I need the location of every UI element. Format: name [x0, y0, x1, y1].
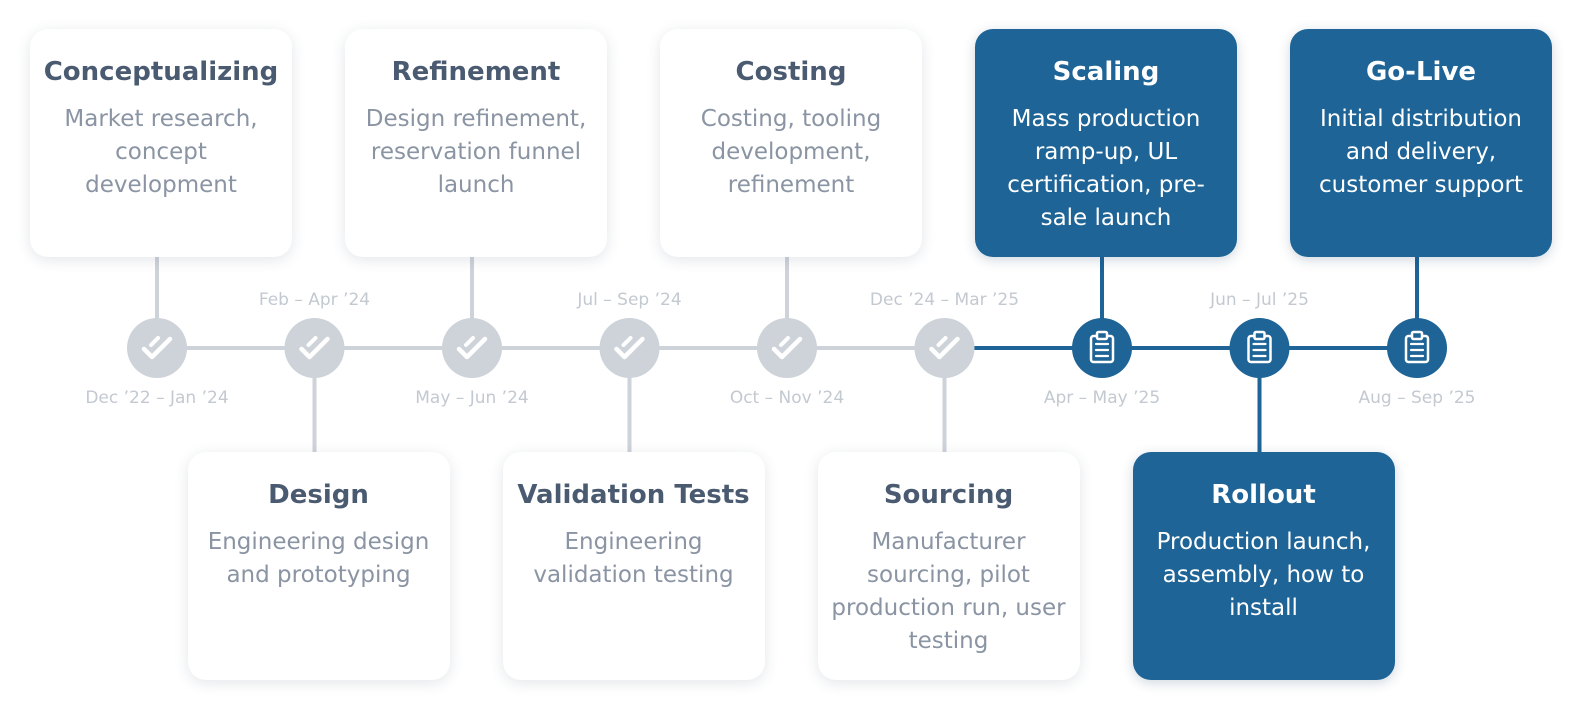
milestone-node — [442, 318, 502, 378]
milestone-title: Rollout — [1211, 480, 1316, 510]
milestone-title: Costing — [735, 57, 847, 87]
milestone-description: Costing, tooling development, refinement — [700, 106, 882, 198]
milestone-date: Dec ’24 – Mar ’25 — [869, 290, 1020, 310]
milestone-description: Production launch, assembly, how to inst… — [1156, 529, 1371, 621]
milestone-node — [284, 318, 345, 378]
check-icon — [614, 336, 645, 360]
milestone-title: Go-Live — [1365, 57, 1477, 87]
milestone-date: Oct – Nov ’24 — [729, 388, 845, 408]
milestone-date: May – Jun ’24 — [415, 388, 529, 408]
milestone-date: Jun – Jul ’25 — [1210, 290, 1309, 310]
milestone-description: Manufacturer sourcing, pilot production … — [831, 529, 1066, 654]
milestone-node — [914, 318, 975, 378]
milestone-description: Engineering validation testing — [533, 529, 734, 588]
check-icon — [771, 336, 803, 360]
milestone-node — [127, 318, 187, 378]
milestone-title: Conceptualizing — [43, 57, 279, 87]
milestone-node — [757, 318, 817, 378]
milestone-date: Jul – Sep ’24 — [577, 290, 682, 310]
milestone-date: Aug – Sep ’25 — [1358, 388, 1476, 408]
milestone-title: Sourcing — [883, 480, 1014, 510]
milestone-description: Initial distribution and delivery, custo… — [1319, 106, 1523, 198]
milestone-title: Scaling — [1052, 57, 1160, 87]
milestone-description: Engineering design and prototyping — [207, 529, 430, 588]
milestone-node — [599, 318, 660, 378]
check-icon — [141, 336, 173, 360]
clipboard-icon — [1247, 330, 1272, 364]
milestone-node — [1229, 318, 1290, 378]
milestone-title: Design — [268, 480, 369, 510]
clipboard-icon — [1404, 330, 1430, 364]
check-icon — [929, 336, 960, 360]
milestone-description: Market research, concept development — [64, 106, 258, 198]
milestone-date: Apr – May ’25 — [1043, 388, 1161, 408]
clipboard-icon — [1089, 330, 1115, 364]
milestone-node — [1387, 318, 1447, 378]
milestone-date: Dec ’22 – Jan ’24 — [85, 388, 229, 408]
milestone-date: Feb – Apr ’24 — [258, 290, 371, 310]
milestone-description: Design refinement, reservation funnel la… — [365, 106, 587, 198]
milestone-title: Validation Tests — [517, 480, 750, 510]
check-icon — [456, 336, 488, 360]
milestone-node — [1072, 318, 1132, 378]
milestone-description: Mass production ramp-up, UL certificatio… — [1007, 106, 1205, 231]
milestone-title: Refinement — [391, 57, 561, 87]
check-icon — [299, 336, 330, 360]
